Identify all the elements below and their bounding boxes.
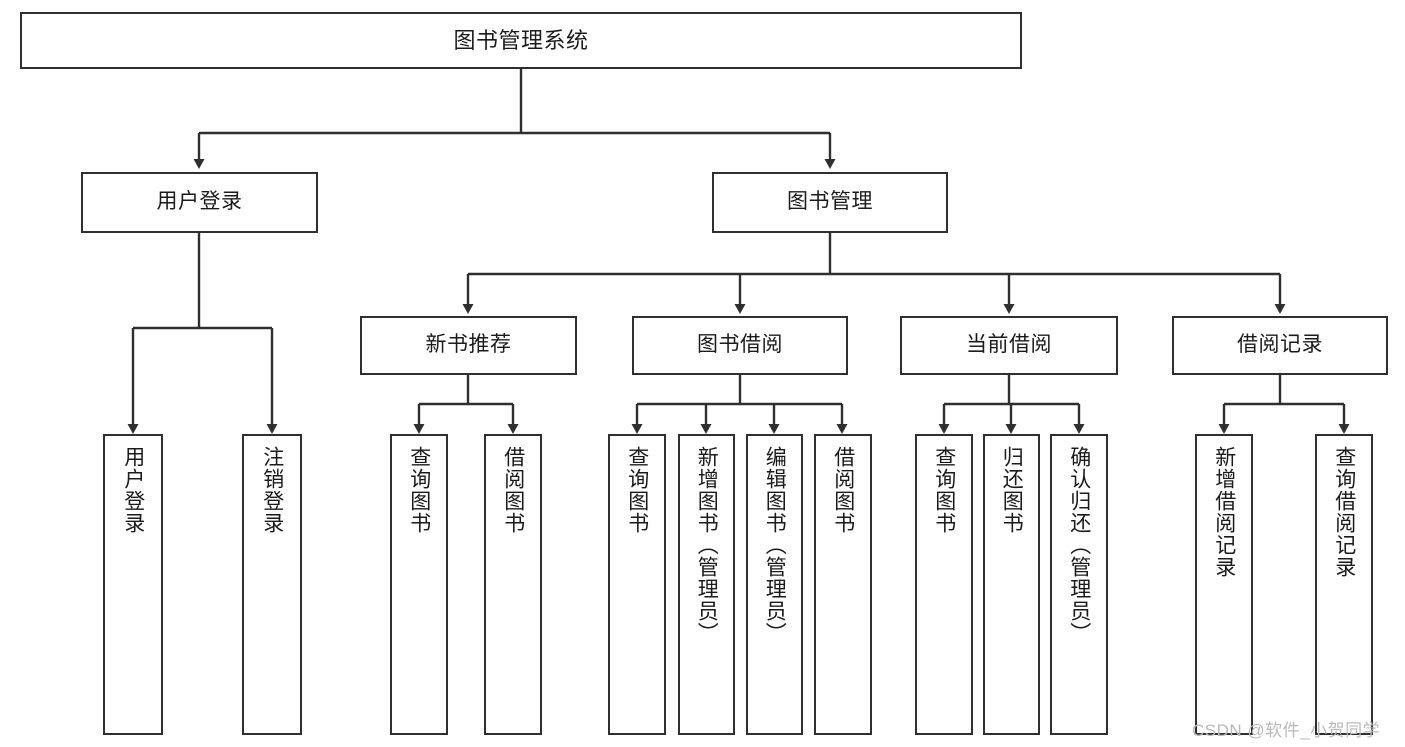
leaf-label: 归还图书: [1000, 446, 1024, 534]
node-root-label: 图书管理系统: [453, 27, 589, 53]
leaf-user-login-login[interactable]: 用户登录: [103, 434, 163, 735]
leaf-user-login-logout[interactable]: 注销登录: [242, 434, 302, 735]
leaf-record-add-record[interactable]: 新增借阅记录: [1195, 434, 1253, 735]
leaf-label: 新增借阅记录: [1212, 446, 1236, 578]
node-new-book-recommend[interactable]: 新书推荐: [360, 316, 577, 375]
leaf-label: 用户登录: [121, 446, 145, 534]
node-book-management[interactable]: 图书管理: [712, 172, 948, 233]
leaf-borrow-edit-book-admin[interactable]: 编辑图书（管理员）: [746, 434, 803, 735]
leaf-current-query-book[interactable]: 查询图书: [915, 434, 973, 735]
leaf-label: 编辑图书（管理员）: [763, 446, 787, 644]
leaf-current-return-book[interactable]: 归还图书: [983, 434, 1040, 735]
leaf-borrow-add-book-admin[interactable]: 新增图书（管理员）: [678, 434, 735, 735]
node-borrow-record-label: 借阅记录: [1237, 333, 1323, 357]
node-new-book-recommend-label: 新书推荐: [425, 333, 512, 357]
leaf-label: 注销登录: [260, 446, 284, 534]
node-current-borrow[interactable]: 当前借阅: [900, 316, 1118, 375]
node-current-borrow-label: 当前借阅: [966, 333, 1052, 357]
csdn-watermark: CSDN @软件_小贺同学: [1192, 721, 1381, 740]
node-borrow-record[interactable]: 借阅记录: [1172, 316, 1388, 375]
node-book-management-label: 图书管理: [787, 190, 873, 214]
leaf-label: 确认归还（管理员）: [1067, 446, 1091, 644]
leaf-borrow-borrow-book[interactable]: 借阅图书: [814, 434, 872, 735]
node-book-borrow[interactable]: 图书借阅: [632, 316, 848, 375]
node-book-borrow-label: 图书借阅: [697, 333, 783, 357]
node-root[interactable]: 图书管理系统: [20, 12, 1022, 69]
node-user-login-label: 用户登录: [156, 190, 243, 214]
leaf-new-book-query[interactable]: 查询图书: [390, 434, 448, 735]
leaf-label: 查询借阅记录: [1332, 446, 1356, 578]
leaf-borrow-query-book[interactable]: 查询图书: [608, 434, 666, 735]
leaf-record-query-record[interactable]: 查询借阅记录: [1315, 434, 1373, 735]
leaf-label: 借阅图书: [831, 446, 855, 534]
leaf-current-confirm-return-admin[interactable]: 确认归还（管理员）: [1050, 434, 1108, 735]
leaf-new-book-borrow[interactable]: 借阅图书: [484, 434, 542, 735]
node-user-login[interactable]: 用户登录: [81, 172, 318, 233]
leaf-label: 查询图书: [407, 446, 431, 534]
leaf-label: 查询图书: [932, 446, 956, 534]
leaf-label: 新增图书（管理员）: [695, 446, 719, 644]
leaf-label: 借阅图书: [501, 446, 525, 534]
leaf-label: 查询图书: [625, 446, 649, 534]
